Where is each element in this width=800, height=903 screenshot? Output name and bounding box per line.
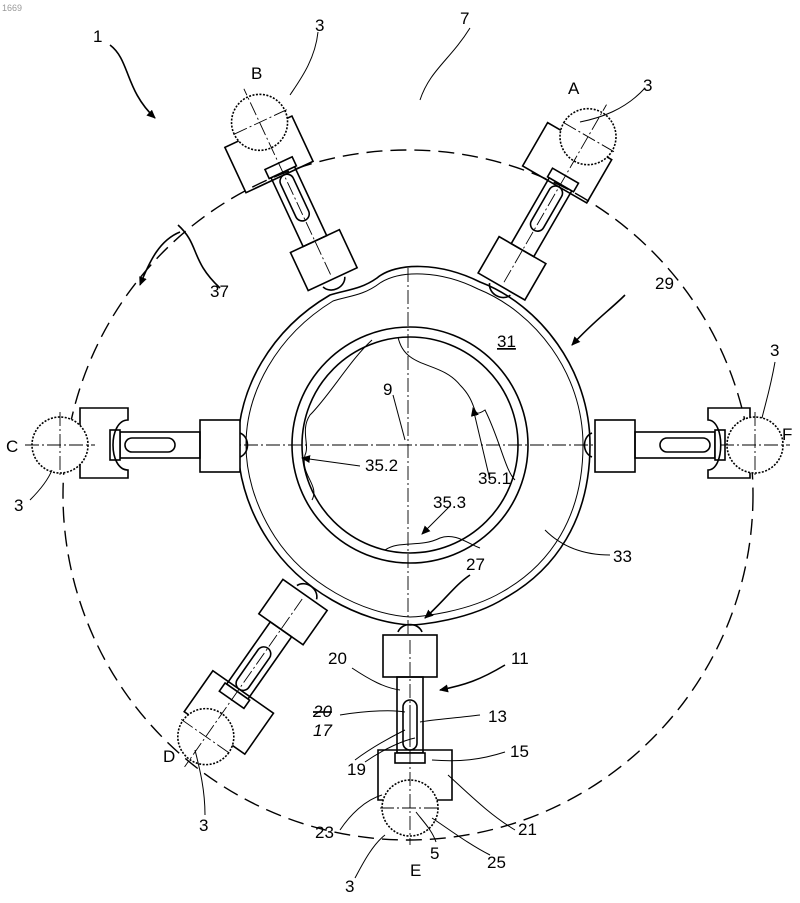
- arrow-11: [440, 665, 505, 690]
- leader-9: [393, 395, 405, 440]
- arrow-37: [140, 232, 180, 285]
- label-arm-e: E: [410, 861, 421, 880]
- arm-e: [378, 625, 452, 846]
- label-3-b: 3: [315, 16, 324, 35]
- arrow-29: [572, 295, 625, 345]
- label-27: 27: [466, 555, 485, 574]
- label-arm-f: F: [782, 425, 792, 444]
- leader-15: [432, 752, 505, 761]
- label-25: 25: [487, 853, 506, 872]
- corner-number: 1669: [2, 3, 22, 13]
- label-3-d: 3: [199, 816, 208, 835]
- contour-35-3: [385, 536, 480, 550]
- arm-f: [585, 408, 791, 478]
- leader-13: [420, 715, 480, 722]
- label-arm-d: D: [163, 747, 175, 766]
- label-5: 5: [430, 844, 439, 863]
- label-1: 1: [93, 27, 102, 46]
- leader-37: [178, 225, 220, 288]
- label-31: 31: [497, 332, 516, 351]
- leader-3-b: [290, 32, 318, 95]
- leader-23: [340, 795, 382, 830]
- leader-20-17: [340, 711, 405, 715]
- label-3-c: 3: [14, 496, 23, 515]
- leader-3-c: [30, 470, 52, 500]
- label-13: 13: [488, 707, 507, 726]
- arm-b: [206, 75, 366, 306]
- label-arm-a: A: [568, 79, 580, 98]
- label-arm-b: B: [251, 64, 262, 83]
- label-29: 29: [655, 274, 674, 293]
- label-arm-c: C: [6, 437, 18, 456]
- label-17: 17: [313, 721, 332, 740]
- label-3-e: 3: [345, 877, 354, 896]
- leader-33: [545, 530, 610, 555]
- leader-7: [420, 28, 470, 100]
- arm-d: [158, 568, 345, 791]
- label-11: 11: [511, 649, 529, 668]
- label-21: 21: [518, 820, 537, 839]
- arm-a: [460, 84, 634, 312]
- label-3-f: 3: [770, 341, 779, 360]
- arm-c: [25, 408, 248, 478]
- leader-3-f: [762, 362, 775, 418]
- label-35-2: 35.2: [365, 456, 398, 475]
- leader-1: [110, 45, 155, 118]
- leader-21: [448, 775, 515, 830]
- label-37: 37: [210, 282, 229, 301]
- label-15: 15: [510, 742, 529, 761]
- label-20a: 20: [328, 649, 347, 668]
- label-33: 33: [613, 547, 632, 566]
- cam-outer-contour: [238, 266, 590, 625]
- label-23: 23: [315, 823, 334, 842]
- label-3-a: 3: [643, 76, 652, 95]
- label-19: 19: [347, 760, 366, 779]
- label-20b: 20: [312, 702, 332, 721]
- label-35-3: 35.3: [433, 493, 466, 512]
- label-9: 9: [383, 380, 392, 399]
- label-7: 7: [460, 9, 469, 28]
- label-35-1: 35.1: [478, 469, 511, 488]
- arrow-35-2: [302, 458, 360, 466]
- contour-35-1: [398, 337, 515, 480]
- leader-3-e: [355, 835, 385, 878]
